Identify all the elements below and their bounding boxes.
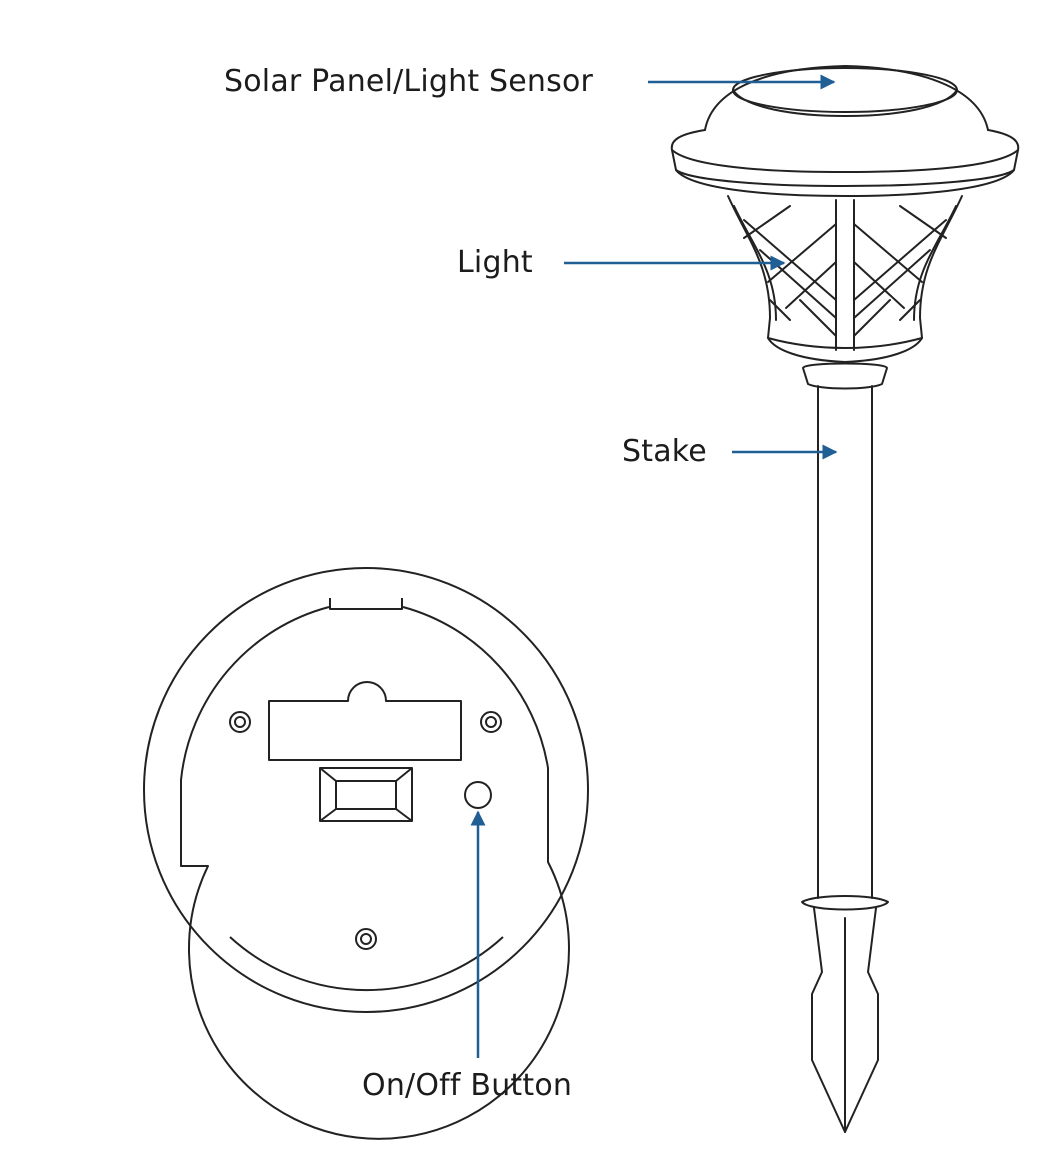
screw-bottom — [355, 928, 377, 950]
light-label: Light — [457, 245, 533, 280]
lamp-rim — [670, 129, 1020, 197]
outer-ring — [143, 567, 589, 1013]
stake-label: Stake — [622, 434, 707, 469]
on-off-button-label: On/Off Button — [362, 1068, 573, 1103]
callout-arrows — [470, 74, 838, 1058]
on-off-button-shape — [464, 781, 492, 809]
screw-right — [480, 711, 502, 733]
switch-housing — [319, 767, 413, 822]
light-housing — [727, 195, 963, 363]
top-notch — [329, 598, 403, 610]
solar-panel-label: Solar Panel/Light Sensor — [224, 64, 594, 99]
ground-spike — [801, 895, 889, 1133]
screw-left — [229, 711, 251, 733]
battery-compartment — [268, 681, 462, 761]
underside-view — [143, 567, 589, 1140]
bottom-inner-arc — [229, 936, 504, 992]
solar-panel-cap — [704, 65, 989, 131]
solar-lamp — [670, 65, 1020, 1133]
stake-pole — [817, 385, 873, 899]
stake-collar — [802, 362, 888, 390]
inner-ring — [180, 606, 570, 1140]
